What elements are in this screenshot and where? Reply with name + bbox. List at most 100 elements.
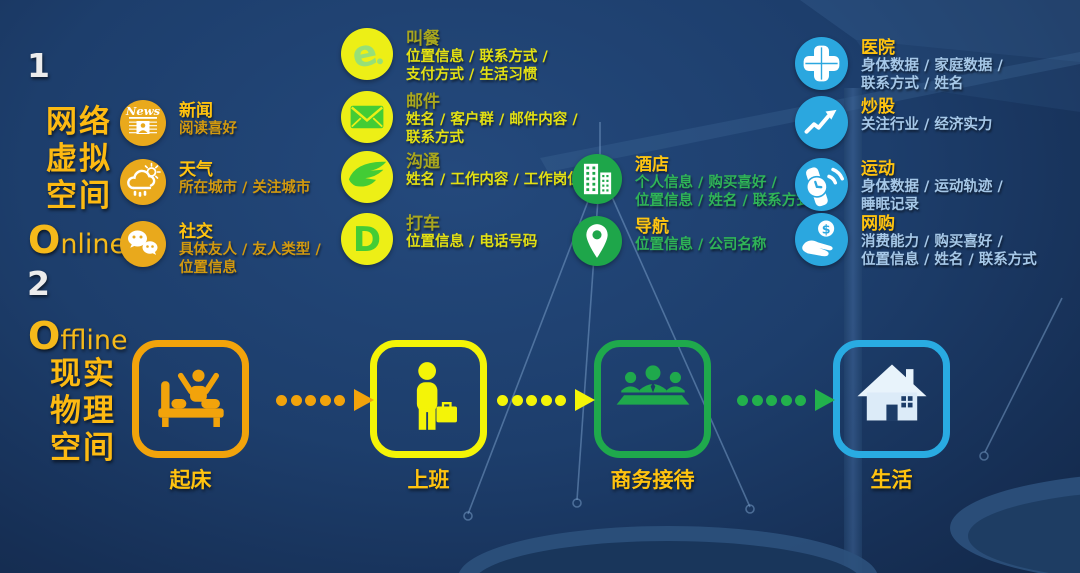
timeline-label-business-reception: 商务接待 [610,468,695,492]
app-weather: 天气 所在城市 / 关注城市 [120,159,310,205]
app-title: 沟通 [406,152,440,172]
arrowhead-icon [574,389,595,411]
app-detail: 位置信息 / 姓名 / 联系方式 [861,251,1037,268]
app-title: 导航 [635,217,669,237]
app-detail: 位置信息 / 公司名称 [635,237,767,253]
app-title: 网购 [861,214,895,234]
app-hospital: 医院 身体数据 / 家庭数据 / 联系方式 / 姓名 [795,37,1003,93]
timeline-label-wake-up: 起床 [169,468,212,492]
offline-space-line: 空间 [50,430,116,466]
app-title: 新闻 [179,101,213,121]
online-label-initial: O [28,218,61,262]
online-space-line: 网络 [46,104,112,140]
app-news: News 新闻 阅读喜好 [120,100,237,146]
app-title: 医院 [861,38,895,58]
map-pin-icon [572,216,622,266]
offline-space-line: 物理 [50,393,116,429]
app-detail: 身体数据 / 家庭数据 / [861,58,1003,74]
app-detail: 位置信息 / 电话号码 [406,234,538,250]
stock-chart-icon [795,96,848,149]
app-sport: 运动 身体数据 / 运动轨迹 / 睡眠记录 [795,158,1003,214]
app-title: 运动 [861,159,895,179]
beam-top-shape [800,0,1080,62]
offline-space-title: 现实 物理 空间 [44,356,122,467]
arrowhead-icon [814,389,835,411]
offline-space-line: 现实 [50,356,116,392]
online-label-rest: nline [60,229,127,260]
section-number-online: 1 [27,46,50,85]
left-pan [459,526,877,573]
app-detail: 阅读喜好 [179,121,237,137]
app-navigation: 导航 位置信息 / 公司名称 [572,216,766,266]
timeline-step-life [833,340,950,458]
app-title: 天气 [179,160,213,180]
app-title: 打车 [406,214,440,234]
app-title: 酒店 [635,155,669,175]
offline-label: Offline [28,314,128,358]
weather-icon [120,159,166,205]
app-detail: 关注行业 / 经济实力 [861,117,993,133]
app-communication: 沟通 姓名 / 工作内容 / 工作岗位 [341,151,582,203]
svg-text:$: $ [822,222,831,237]
beam-top-shape-2 [856,40,1080,112]
online-label: Online [28,218,126,262]
app-taxi: D 打车 位置信息 / 电话号码 [341,213,537,265]
app-detail: 位置信息 [179,259,237,276]
eleme-icon: e [341,28,393,80]
arrowhead-icon [353,389,374,411]
news-icon: News [120,100,166,146]
hotel-buildings-icon [572,154,622,204]
app-social: 社交 具体友人 / 友人类型 / 位置信息 [120,221,321,277]
house-icon [856,364,927,421]
wake-up-bed-icon [157,369,224,427]
app-detail: 身体数据 / 运动轨迹 / [861,179,1003,195]
shopping-hand-icon: $ [795,213,848,266]
timeline-step-work [370,340,487,458]
app-detail: 联系方式 / 姓名 [861,75,964,92]
smartwatch-icon [795,158,848,211]
app-title: 炒股 [861,97,895,117]
string-rings [463,451,989,521]
dotted-arrow-3 [737,389,835,411]
dingtalk-wing-icon [341,151,393,203]
app-detail: 联系方式 [406,129,464,146]
timeline-label-work: 上班 [407,468,450,492]
right-pan [950,476,1080,573]
offline-label-rest: ffline [60,325,128,356]
svg-text:e: e [348,30,381,77]
app-detail: 姓名 / 工作内容 / 工作岗位 [406,172,582,188]
online-space-title: 网络 虚拟 空间 [40,104,118,215]
app-mail: 邮件 姓名 / 客户群 / 邮件内容 / 联系方式 [341,91,578,147]
app-detail: 姓名 / 客户群 / 邮件内容 / [406,112,578,128]
medical-cross-icon [795,37,848,90]
meeting-icon [616,365,689,405]
didi-icon: D [341,213,393,265]
app-hotel: 酒店 个人信息 / 购买喜好 / 位置信息 / 姓名 / 联系方式 [572,154,811,210]
wechat-icon [120,221,166,267]
timeline-step-wake-up [132,340,249,458]
mail-icon [341,91,393,143]
svg-text:D: D [353,220,381,259]
app-detail: 位置信息 / 联系方式 / [406,49,548,65]
timeline-label-life: 生活 [870,468,913,492]
app-title: 邮件 [406,92,440,112]
svg-text:News: News [125,104,161,118]
app-detail: 支付方式 / 生活习惯 [406,66,538,83]
online-space-line: 虚拟 [46,141,112,177]
app-stock: 炒股 关注行业 / 经济实力 [795,96,992,149]
dotted-arrow-2 [497,389,595,411]
offline-label-initial: O [28,314,61,358]
app-title: 叫餐 [406,29,440,49]
app-detail: 位置信息 / 姓名 / 联系方式 [635,192,811,209]
app-detail: 睡眠记录 [861,196,919,213]
timeline-step-business-reception [594,340,711,458]
online-space-line: 空间 [46,178,112,214]
app-food-delivery: e 叫餐 位置信息 / 联系方式 / 支付方式 / 生活习惯 [341,28,548,84]
app-detail: 个人信息 / 购买喜好 / [635,175,777,191]
dotted-arrow-1 [276,389,374,411]
app-detail: 消费能力 / 购买喜好 / [861,234,1003,250]
app-shopping: $ 网购 消费能力 / 购买喜好 / 位置信息 / 姓名 / 联系方式 [795,213,1037,269]
app-detail: 具体友人 / 友人类型 / [179,242,321,258]
section-number-offline: 2 [27,264,50,303]
